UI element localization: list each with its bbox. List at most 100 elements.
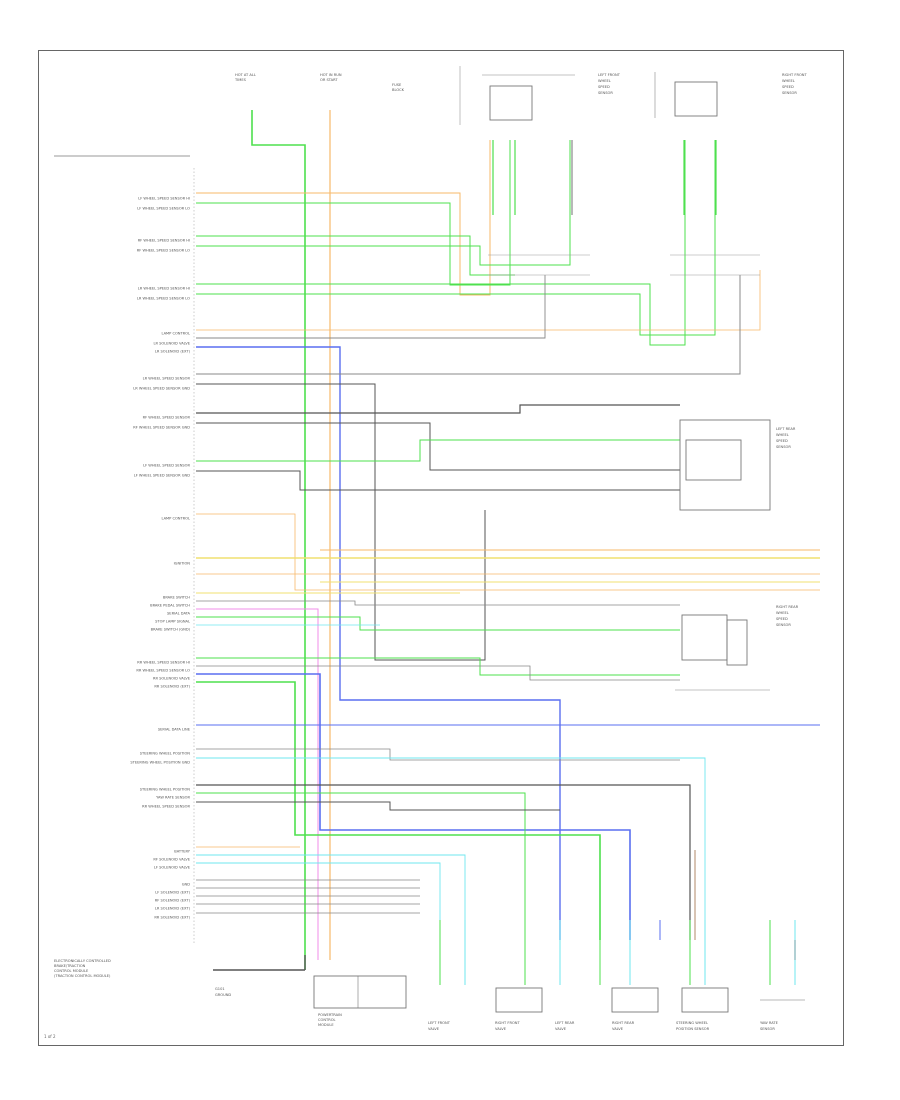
rf-valve-label-1: RIGHT FRONT [495,1021,520,1025]
pin-label-15: LAMP CONTROL [161,517,190,521]
wire-blue-10 [196,346,561,940]
pin-label-22: RR WHEEL SPEED SENSOR HI [137,661,190,665]
yaw-rate-sensor: YAW RATE SENSOR [760,999,805,1031]
pin-label-30: YAW RATE SENSOR [156,796,190,800]
powertrain-control-module: POWERTRAIN CONTROL MODULE [313,975,407,1027]
wire-green-6 [196,140,686,346]
pin-label-8: LR SOLENOID (EXT) [155,350,191,354]
rf-sensor-label-4: SENSOR [782,91,797,95]
wire-cyan-33 [196,757,706,940]
rf-sensor-label-2: WHEEL [782,79,795,83]
pin-label-39: RR SOLENOID (EXT) [154,916,190,920]
lf-sensor-label-3: SPEED [598,85,610,89]
controller-name-line-1: ELECTRONICALLY CONTROLLED [54,959,111,963]
lf-valve-label-2: VALVE [428,1027,440,1031]
wire-layer [196,110,820,985]
wire-gray-32 [196,748,680,761]
wire-green-15 [196,439,680,462]
ground-point: G101 GROUND [213,955,306,997]
lr-valve-label-2: VALVE [555,1027,567,1031]
pcm-label-3: MODULE [318,1023,334,1027]
pin-label-24: RR SOLENOID VALVE [153,677,191,681]
rr-sensor-label-2: WHEEL [776,611,789,615]
pin-label-11: RF WHEEL SPEED SENSOR [143,416,191,420]
rr-sensor-label-1: RIGHT REAR [776,605,799,609]
wire-dark-12 [196,383,486,661]
lf-valve-label-1: LEFT FRONT [428,1021,451,1025]
wire-gray-9 [196,275,546,339]
pin-label-21: BRAKE SWITCH (GND) [151,628,191,632]
lf-sensor-label-2: WHEEL [598,79,611,83]
controller-name: ELECTRONICALLY CONTROLLED BRAKE/TRACTION… [54,959,111,978]
pin-label-23: RR WHEEL SPEED SENSOR LO [136,669,190,673]
pin-label-36: LF SOLENOID (EXT) [155,891,190,895]
lr-sensor-label-3: SPEED [776,439,788,443]
fuse-block-label-2: BLOCK [392,88,405,92]
wire-dark-36 [196,801,560,811]
hot-run-label-2: OR START [320,78,338,82]
wire-green-0 [251,110,306,970]
wire-green-4 [196,235,515,276]
lf-sensor-label-1: LEFT FRONT [598,73,621,77]
pin-label-20: STOP LAMP SIGNAL [155,620,190,624]
top-fuse-labels: HOT AT ALL TIMES HOT IN RUN OR START FUS… [234,66,461,125]
hot-start-label-2: TIMES [234,78,247,82]
pin-label-1: LF WHEEL SPEED SENSOR LO [137,207,190,211]
pin-label-25: RR SOLENOID (EXT) [154,685,190,689]
lr-wheel-speed-sensor: LEFT REAR WHEEL SPEED SENSOR [679,419,796,511]
wire-blue-29 [196,673,631,940]
pin-label-16: IGNITION [174,562,191,566]
pin-label-13: LF WHEEL SPEED SENSOR [143,464,190,468]
pin-label-14: LF WHEEL SPEED SENSOR GND [134,474,191,478]
rr-sensor-label-4: SENSOR [776,623,791,627]
steering-wheel-position-sensor: STEERING WHEEL POSITION SENSOR [676,987,729,1031]
pin-label-31: RR WHEEL SPEED SENSOR [142,805,190,809]
ground-label-2: GROUND [215,993,231,997]
rf-valve-label-2: VALVE [495,1027,507,1031]
hot-run-label-1: HOT IN RUN [320,73,342,77]
pcm-label-2: CONTROL [318,1018,336,1022]
pin-label-2: RF WHEEL SPEED SENSOR HI [138,239,190,243]
pin-label-7: LR SOLENOID VALVE [153,342,190,346]
wire-gray-11 [196,275,741,375]
pin-label-17: BRAKE SWITCH [163,596,190,600]
wire-dark-34 [196,784,691,940]
wire-gray-23 [196,600,680,606]
pin-label-34: LF SOLENOID VALVE [154,866,191,870]
controller-name-line-2: BRAKE/TRACTION [54,964,86,968]
rr-valve: RIGHT REAR VALVE [611,987,659,1031]
pcm-label-1: POWERTRAIN [318,1013,342,1017]
wire-green-3 [196,140,511,286]
lr-sensor-label-1: LEFT REAR [776,427,796,431]
lr-valve: LEFT REAR VALVE [555,1021,575,1031]
wire-green-25 [196,616,680,631]
lr-sensor-label-4: SENSOR [776,445,791,449]
wire-green-35 [196,792,526,940]
steering-label-1: STEERING WHEEL [676,1021,708,1025]
wire-gray-28 [196,665,680,681]
wire-cyan-38 [196,854,466,940]
wire-green-5 [196,140,571,266]
rf-sensor-label-1: RIGHT FRONT [782,73,807,77]
rr-wheel-speed-sensor: RIGHT REAR WHEEL SPEED SENSOR [675,605,799,691]
pin-label-32: BATTERY [174,850,191,854]
wire-orange-17 [196,513,820,591]
rf-valve: RIGHT FRONT VALVE [495,987,543,1031]
yaw-label-2: SENSOR [760,1027,775,1031]
hot-start-label-1: HOT AT ALL [235,73,256,77]
wire-cyan-39 [196,862,441,940]
pin-label-6: LAMP CONTROL [161,332,190,336]
wire-orange-8 [196,270,761,331]
pin-label-27: STEERING WHEEL POSITION [140,752,191,756]
yaw-label-1: YAW RATE [760,1021,779,1025]
lr-valve-label-1: LEFT REAR [555,1021,575,1025]
pin-label-18: BRAKE PEDAL SWITCH [150,604,190,608]
rf-sensor-label-3: SPEED [782,85,794,89]
pin-label-29: STEERING WHEEL POSITION [140,788,191,792]
pin-label-0: LF WHEEL SPEED SENSOR HI [138,197,190,201]
rf-wheel-speed-sensor: RIGHT FRONT WHEEL SPEED SENSOR [654,72,807,118]
lr-sensor-label-2: WHEEL [776,433,789,437]
rr-valve-label-1: RIGHT REAR [612,1021,635,1025]
wire-orange-2 [196,140,491,296]
